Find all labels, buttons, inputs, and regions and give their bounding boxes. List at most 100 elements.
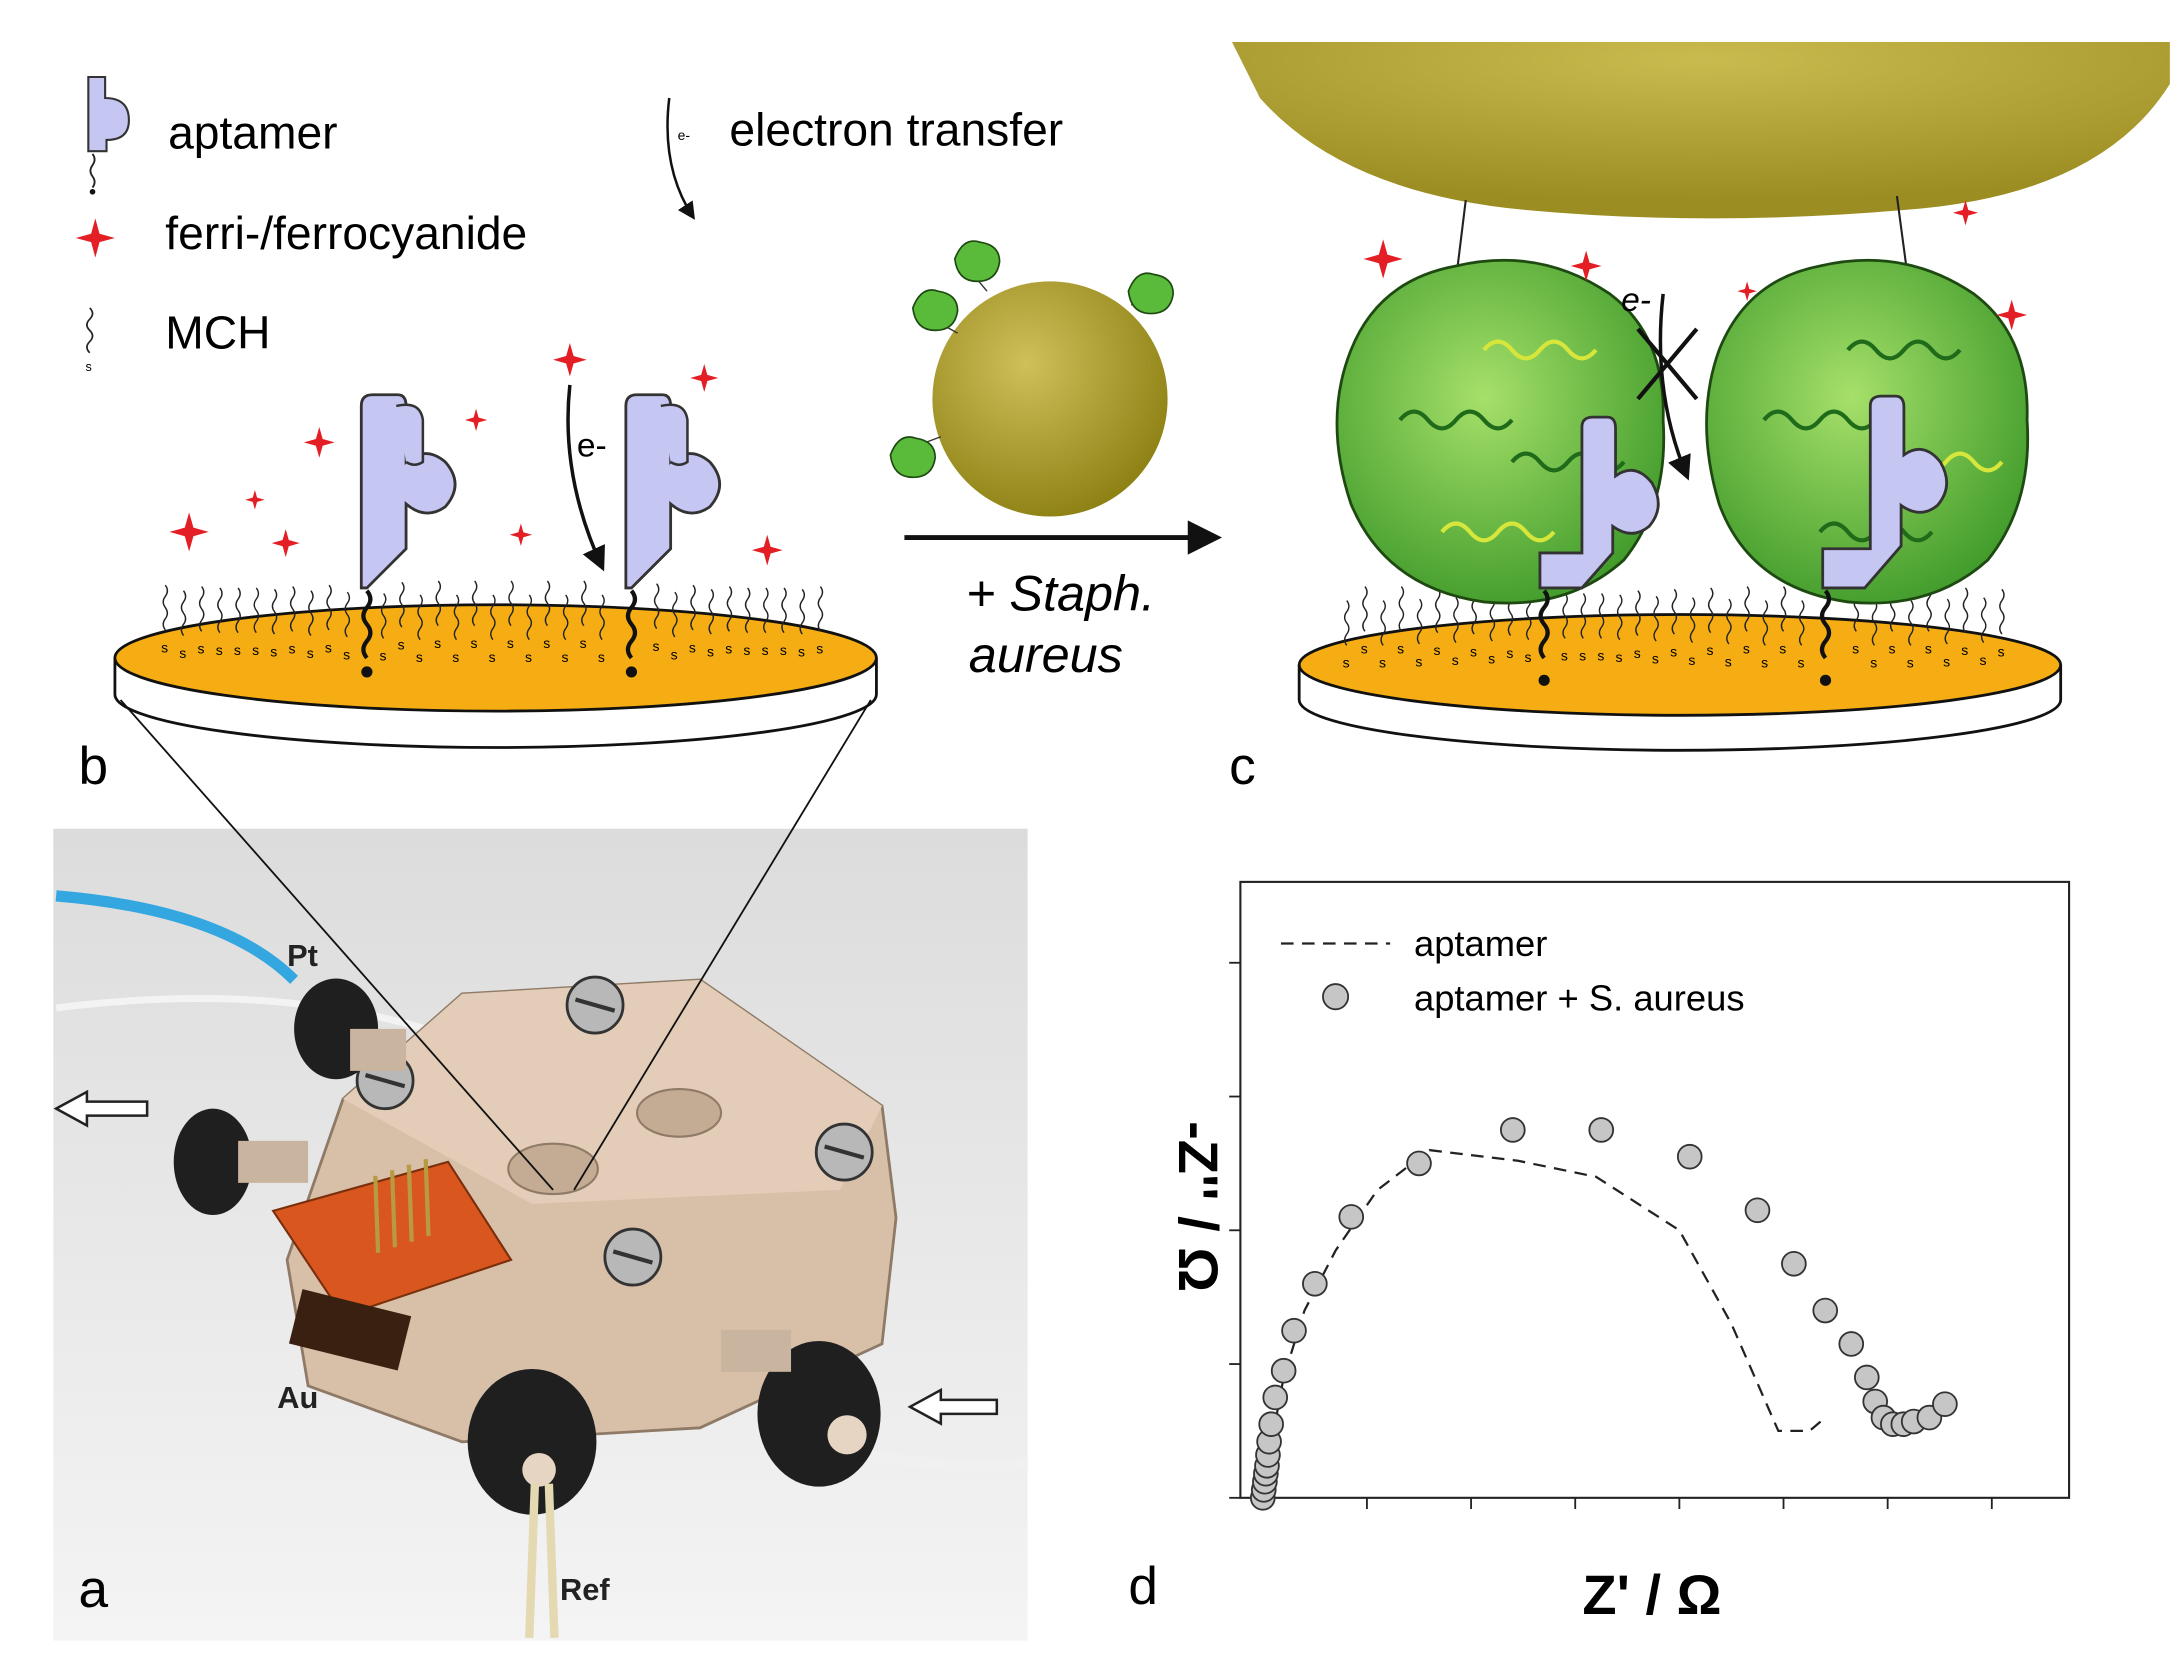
mch-molecule bbox=[1580, 593, 1587, 639]
mch-molecule bbox=[1562, 593, 1568, 639]
mch-molecule bbox=[198, 586, 205, 632]
mch-molecule bbox=[471, 580, 478, 627]
mch-thiol-s: s bbox=[307, 645, 314, 661]
mch-molecule bbox=[1635, 590, 1641, 636]
mch-thiol-s: s bbox=[762, 642, 769, 658]
protein-icons-small bbox=[889, 240, 1175, 479]
x-axis-label: Z' / Ω bbox=[1582, 1563, 1721, 1626]
mch-molecule bbox=[1999, 588, 2005, 635]
mch-thiol-s: s bbox=[1707, 642, 1714, 658]
aptamer-icon bbox=[87, 75, 130, 195]
mch-molecule bbox=[1489, 595, 1496, 642]
mch-molecule bbox=[581, 580, 587, 627]
panel-a-photo: Pt Au Ref a bbox=[53, 828, 1029, 1641]
mch-thiol-s: s bbox=[725, 641, 732, 657]
mch-thiol-s: s bbox=[1798, 655, 1805, 671]
data-point bbox=[1676, 1143, 1703, 1170]
mch-molecule bbox=[562, 594, 569, 641]
panel-label-d: d bbox=[1128, 1557, 1158, 1616]
mch-molecule bbox=[1871, 600, 1878, 646]
electron-arrow-c bbox=[1658, 293, 1691, 481]
bacterium-large bbox=[1231, 41, 2170, 219]
mch-molecule bbox=[1416, 598, 1423, 645]
mch-molecule bbox=[1944, 598, 1951, 645]
screw-slot bbox=[612, 1249, 654, 1265]
outlet-arrow-icon bbox=[53, 1089, 149, 1128]
mch-thiol-s: s bbox=[1561, 648, 1568, 664]
mch-molecule bbox=[599, 594, 605, 641]
protein-icon bbox=[889, 436, 937, 479]
star-icon bbox=[169, 512, 209, 552]
protein-icon bbox=[1127, 272, 1175, 315]
protein-helix bbox=[1398, 409, 1514, 431]
mch-thiol-s: s bbox=[798, 644, 805, 660]
mch-molecule bbox=[1598, 593, 1605, 639]
screw-slot bbox=[364, 1073, 406, 1089]
mch-thiol-s: s bbox=[288, 641, 295, 657]
mch-thiol-s: s bbox=[780, 642, 787, 658]
star-icon bbox=[271, 529, 300, 558]
mch-molecule bbox=[435, 580, 442, 627]
mch-molecule bbox=[526, 594, 533, 641]
legend-series-1: aptamer bbox=[1414, 923, 1547, 964]
gold-electrode-b bbox=[113, 603, 878, 713]
mch-thiol-s: s bbox=[1979, 652, 1986, 668]
mch-thiol-s: s bbox=[1725, 653, 1732, 669]
mch-molecule bbox=[217, 587, 223, 634]
pt-wire bbox=[55, 890, 299, 984]
mch-molecule bbox=[289, 586, 296, 632]
mch-molecule bbox=[308, 590, 314, 636]
mch-thiol-s: s bbox=[1579, 648, 1586, 664]
mch-molecule bbox=[544, 580, 551, 627]
mch-thiol-s: s bbox=[1779, 641, 1786, 657]
mch-molecule bbox=[1398, 586, 1405, 632]
mch-thiol-s: s bbox=[1943, 653, 1950, 669]
mch-molecule bbox=[1653, 595, 1659, 642]
star-icon bbox=[1737, 281, 1757, 301]
mch-molecule bbox=[763, 587, 769, 634]
screw-slot bbox=[824, 1144, 865, 1160]
mch-thiol-s: s bbox=[1634, 645, 1641, 661]
star-icon bbox=[1570, 250, 1602, 282]
mch-thiol-s: s bbox=[325, 639, 332, 655]
mch-molecule bbox=[1362, 586, 1368, 632]
pt-connector bbox=[294, 978, 407, 1080]
series-aptamer-line bbox=[1261, 1148, 1826, 1499]
mch-thiol-s: s bbox=[507, 635, 514, 651]
mch-molecule bbox=[399, 581, 405, 628]
electron-arrow-b bbox=[566, 384, 605, 572]
inlet-connector bbox=[721, 1329, 881, 1487]
data-point bbox=[1932, 1391, 1958, 1417]
mch-thiol-s: s bbox=[379, 648, 386, 664]
bacterium-small bbox=[889, 240, 1175, 517]
mch-molecule bbox=[1726, 598, 1732, 645]
reaction-line-1: + Staph. bbox=[966, 564, 1155, 621]
data-point bbox=[1262, 1384, 1289, 1411]
mch-thiol-s: s bbox=[1379, 655, 1386, 671]
star-icon bbox=[751, 534, 783, 566]
protein-c-2 bbox=[1705, 258, 2030, 605]
mch-thiol-s: s bbox=[1670, 644, 1677, 660]
panel-label-a: a bbox=[79, 1560, 109, 1619]
mch-thiol-s: s bbox=[1889, 641, 1896, 657]
au-electrode-board bbox=[271, 1158, 513, 1371]
reaction-line-2: aureus bbox=[969, 626, 1123, 683]
mch-thiol-s: s bbox=[1452, 652, 1459, 668]
legend-series-2: aptamer + S. aureus bbox=[1414, 978, 1745, 1019]
pt-label: Pt bbox=[287, 938, 318, 973]
mch-thiol-s: s bbox=[543, 635, 550, 651]
star-icon bbox=[509, 523, 533, 546]
mch-thiol-s: s bbox=[743, 642, 750, 658]
mch-thiol-s: s bbox=[470, 635, 477, 651]
mch-thiol-s: s bbox=[561, 649, 568, 665]
legend: aptamer ferri-/ferrocyanide s MCH e- ele… bbox=[75, 75, 1063, 374]
data-point bbox=[1838, 1331, 1865, 1357]
aptamer-c-2 bbox=[1819, 394, 1948, 686]
panel-label-b: b bbox=[79, 737, 109, 796]
star-icon bbox=[690, 363, 719, 392]
mch-molecule bbox=[1962, 587, 1969, 634]
data-point bbox=[1812, 1297, 1839, 1324]
electron-arrow-icon: e- bbox=[666, 97, 695, 220]
